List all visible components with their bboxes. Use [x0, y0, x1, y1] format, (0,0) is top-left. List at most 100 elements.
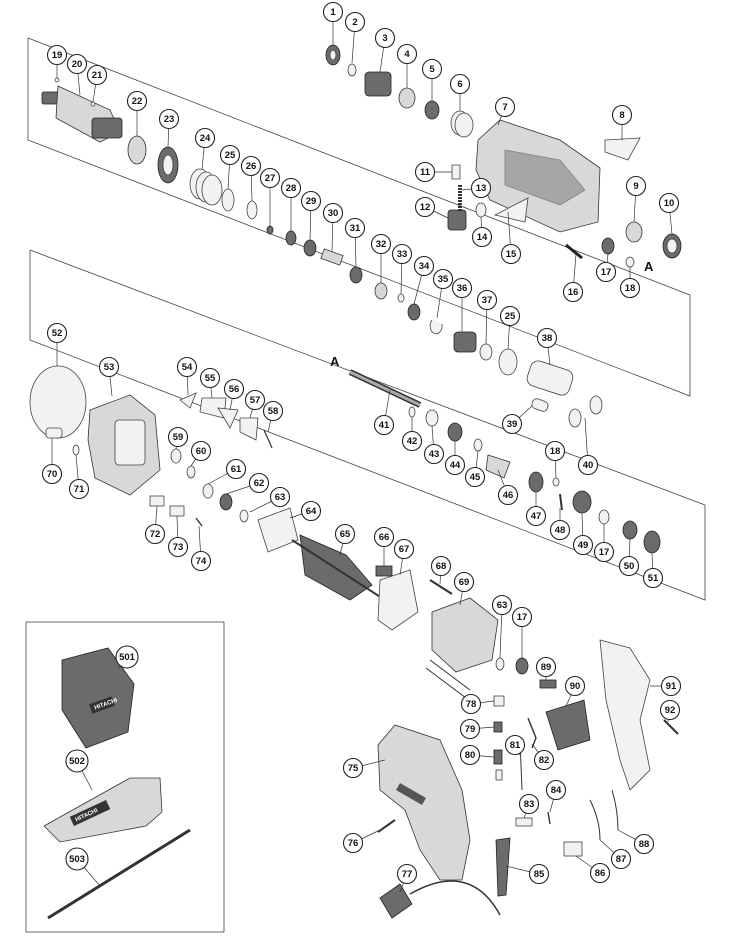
- callout-circle: [500, 243, 522, 265]
- callout-number: 23: [164, 114, 175, 125]
- accessory-shapes: HITACHI HITACHI: [43, 647, 191, 920]
- callout-number: 78: [466, 699, 477, 710]
- callout-13: 13: [470, 177, 492, 199]
- callout-41: 41: [373, 414, 395, 436]
- callout-66: 66: [373, 526, 395, 548]
- callout-29: 29: [300, 190, 322, 212]
- callout-number: 19: [52, 50, 63, 61]
- callout-circle: [167, 426, 189, 448]
- callout-circle: [464, 466, 486, 488]
- callout-number: 43: [429, 449, 440, 460]
- callout-33: 33: [391, 243, 413, 265]
- callout-number: 24: [200, 133, 211, 144]
- callout-number: 17: [601, 267, 612, 278]
- callout-circle: [115, 645, 139, 669]
- callout-number: 83: [524, 799, 535, 810]
- callout-number: 68: [436, 561, 447, 572]
- part-shapes-lower: [291, 534, 679, 919]
- callout-circle: [280, 177, 302, 199]
- callout-number: 7: [502, 102, 507, 113]
- callout-number: 27: [265, 173, 276, 184]
- callout-number: 35: [438, 274, 449, 285]
- callout-circle: [46, 44, 68, 66]
- callout-20: 20: [66, 53, 88, 75]
- callout-number: 17: [599, 547, 610, 558]
- callout-3: 3: [374, 27, 396, 49]
- callout-circle: [577, 454, 599, 476]
- callout-number: 20: [72, 59, 83, 70]
- callout-circle: [413, 255, 435, 277]
- callout-18: 18: [619, 277, 641, 299]
- callout-number: 502: [69, 756, 85, 767]
- callout-34: 34: [413, 255, 435, 277]
- callout-circle: [391, 243, 413, 265]
- callout-number: 501: [119, 652, 136, 663]
- callout-16: 16: [562, 281, 584, 303]
- callout-92: 92: [659, 699, 681, 721]
- callout-circle: [190, 440, 212, 462]
- callout-circle: [535, 656, 557, 678]
- callout-14: 14: [471, 226, 493, 248]
- callout-number: 59: [173, 432, 184, 443]
- callout-number: 77: [402, 869, 413, 880]
- callout-number: 55: [205, 373, 216, 384]
- callout-48: 48: [549, 519, 571, 541]
- callout-number: 92: [665, 705, 676, 716]
- callout-number: 51: [648, 573, 659, 584]
- callout-91: 91: [660, 675, 682, 697]
- callout-number: 80: [465, 750, 476, 761]
- callout-72: 72: [144, 523, 166, 545]
- callout-number: 88: [639, 839, 650, 850]
- callout-4: 4: [396, 43, 418, 65]
- callout-circle: [334, 523, 356, 545]
- callout-circle: [536, 327, 558, 349]
- callout-62: 62: [248, 472, 270, 494]
- callout-number: 30: [328, 208, 339, 219]
- callout-number: 40: [583, 460, 594, 471]
- callout-number: 18: [625, 283, 636, 294]
- callout-12: 12: [414, 196, 436, 218]
- callout-circle: [494, 96, 516, 118]
- callout-58: 58: [262, 400, 284, 422]
- callout-number: 6: [457, 79, 462, 90]
- callout-26: 26: [240, 155, 262, 177]
- callout-circle: [476, 289, 498, 311]
- callout-number: 50: [624, 561, 635, 572]
- callout-60: 60: [190, 440, 212, 462]
- callout-number: 12: [420, 202, 431, 213]
- callout-number: 2: [352, 17, 357, 28]
- callout-40: 40: [577, 454, 599, 476]
- callout-number: 54: [182, 362, 193, 373]
- callout-56: 56: [223, 378, 245, 400]
- callout-number: 33: [397, 249, 408, 260]
- callout-78: 78: [460, 693, 482, 715]
- callout-circle: [225, 458, 247, 480]
- callout-number: 65: [340, 529, 351, 540]
- callout-circle: [423, 443, 445, 465]
- callout-circle: [65, 847, 89, 871]
- callout-number: 16: [568, 287, 579, 298]
- callout-83: 83: [518, 793, 540, 815]
- callout-circle: [610, 848, 632, 870]
- callout-86: 86: [589, 862, 611, 884]
- callout-circle: [459, 718, 481, 740]
- callout-circle: [562, 281, 584, 303]
- callout-77: 77: [396, 863, 418, 885]
- callout-63: 63: [269, 486, 291, 508]
- callout-number: 38: [542, 333, 553, 344]
- callout-circle: [66, 53, 88, 75]
- callout-47: 47: [525, 505, 547, 527]
- callout-circle: [322, 1, 344, 23]
- callout-circle: [460, 693, 482, 715]
- callout-circle: [564, 675, 586, 697]
- callout-32: 32: [370, 233, 392, 255]
- callout-circle: [533, 749, 555, 771]
- callout-number: 48: [555, 525, 566, 536]
- callout-number: 46: [503, 490, 514, 501]
- callout-10: 10: [658, 192, 680, 214]
- callout-number: 47: [531, 511, 542, 522]
- callout-number: 5: [429, 64, 435, 75]
- callout-501: 501: [115, 645, 139, 669]
- callout-number: 75: [348, 763, 359, 774]
- callout-71: 71: [68, 478, 90, 500]
